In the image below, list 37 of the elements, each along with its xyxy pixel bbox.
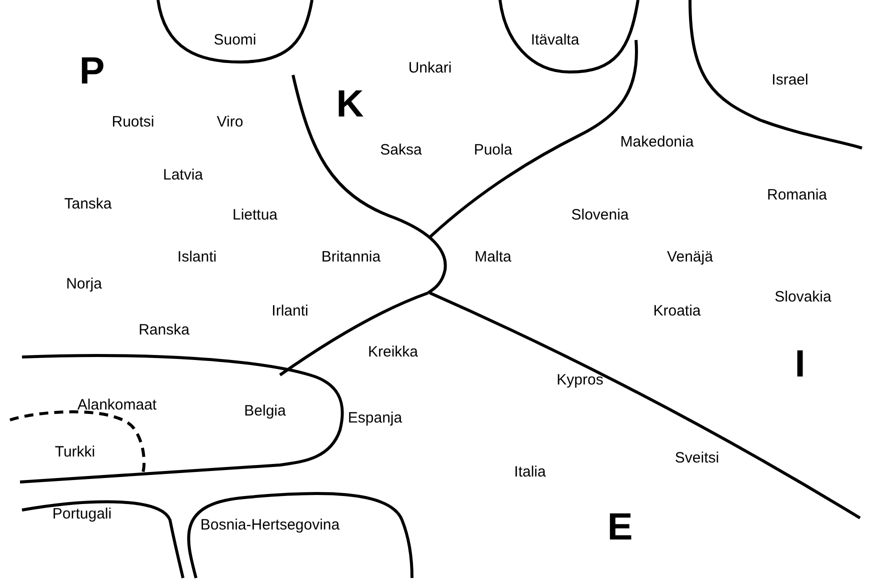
country-name: Saksa: [380, 142, 422, 158]
country-name: Alankomaat: [77, 396, 157, 414]
country-name: Italia: [514, 464, 546, 480]
country-name: Sveitsi: [674, 450, 720, 466]
country-name: Turkki: [54, 444, 96, 460]
country-name: Viro: [216, 114, 244, 130]
country-name: Itävalta: [530, 32, 580, 48]
country-name: Norja: [66, 276, 102, 292]
country-name: Kreikka: [368, 344, 418, 360]
region-letter: P: [79, 50, 105, 94]
country-name: Venäjä: [667, 248, 713, 266]
country-name: Puola: [474, 142, 512, 158]
country-name: Tanska: [64, 196, 112, 212]
country-name: Bosnia-Hertsegovina: [200, 516, 340, 534]
country-name: Islanti: [177, 248, 217, 266]
country-name: Romania: [766, 186, 828, 204]
country-name: Portugali: [52, 506, 112, 522]
country-name: Belgia: [244, 402, 286, 420]
country-name: Suomi: [214, 32, 256, 48]
country-name: Britannia: [321, 248, 381, 266]
country-name: Ruotsi: [112, 114, 154, 130]
country-name: Kypros: [556, 372, 604, 388]
country-name: Makedonia: [620, 134, 694, 150]
country-name: Israel: [772, 72, 808, 88]
country-name: Malta: [474, 248, 512, 266]
country-name: Irlanti: [272, 302, 308, 320]
country-name: Kroatia: [653, 302, 701, 320]
country-name: Latvia: [162, 166, 204, 184]
country-name: Liettua: [232, 206, 278, 224]
region-letter: K: [336, 84, 364, 126]
region-letter: I: [794, 344, 806, 386]
country-name: Slovakia: [774, 288, 832, 306]
country-name: Ranska: [138, 322, 190, 338]
region-letter: E: [607, 506, 633, 550]
country-name: Espanja: [348, 410, 402, 426]
country-name: Slovenia: [571, 206, 629, 224]
country-name: Unkari: [408, 60, 452, 76]
